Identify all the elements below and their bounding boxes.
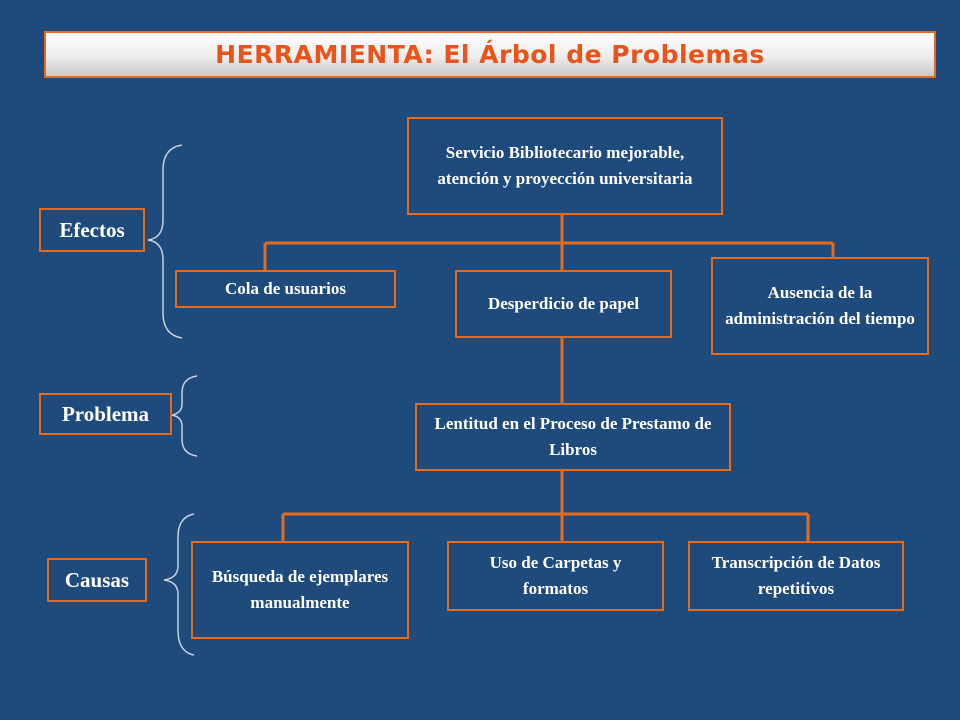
causes-bracket bbox=[163, 513, 195, 656]
cause-node-3: Transcripción de Datos repetitivos bbox=[688, 541, 904, 611]
effect-node-3: Ausencia de la administración del tiempo bbox=[711, 257, 929, 355]
label-problema: Problema bbox=[39, 393, 172, 435]
label-efectos: Efectos bbox=[39, 208, 145, 252]
title-banner: HERRAMIENTA: El Árbol de Problemas bbox=[44, 31, 936, 78]
label-causas: Causas bbox=[47, 558, 147, 602]
top-effect-node: Servicio Bibliotecario mejorable, atenci… bbox=[407, 117, 723, 215]
cause-node-1: Búsqueda de ejemplares manualmente bbox=[191, 541, 409, 639]
effects-bracket bbox=[147, 144, 183, 339]
cause-node-2: Uso de Carpetas y formatos bbox=[447, 541, 664, 611]
effect-node-1: Cola de usuarios bbox=[175, 270, 396, 308]
effect-node-2: Desperdicio de papel bbox=[455, 270, 672, 338]
problem-bracket bbox=[171, 375, 198, 457]
problem-node: Lentitud en el Proceso de Prestamo de Li… bbox=[415, 403, 731, 471]
page-title: HERRAMIENTA: El Árbol de Problemas bbox=[215, 40, 765, 69]
